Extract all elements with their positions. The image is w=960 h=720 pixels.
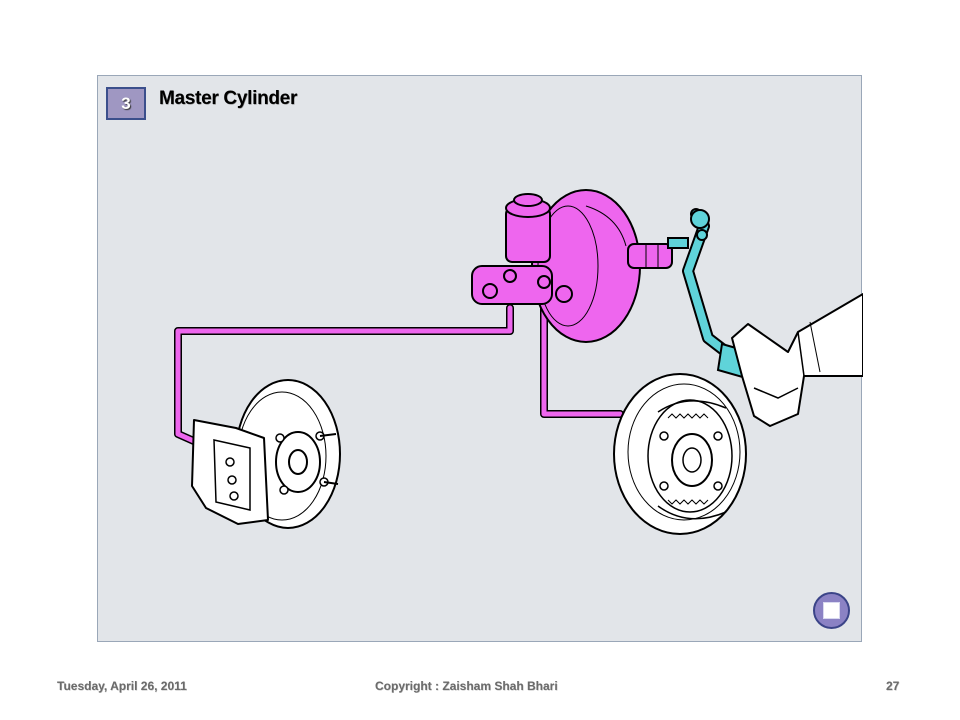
footer-copyright: Copyright : Zaisham Shah Bhari (375, 679, 558, 693)
brake-system-diagram (174, 189, 863, 535)
page-number: 27 (886, 679, 900, 693)
step-number-badge: 3 (106, 87, 146, 120)
page-title: Master Cylinder (159, 88, 298, 109)
stop-button[interactable] (813, 592, 850, 629)
brake-lines (174, 282, 624, 446)
footer-date: Tuesday, April 26, 2011 (57, 679, 187, 693)
driver-foot (731, 293, 863, 427)
diagram-panel: 3 Master Cylinder (97, 75, 863, 642)
stop-icon (823, 602, 840, 619)
disc-brake (191, 379, 341, 529)
brake-booster (531, 189, 673, 343)
master-cylinder (471, 193, 573, 305)
drum-brake (613, 373, 747, 535)
